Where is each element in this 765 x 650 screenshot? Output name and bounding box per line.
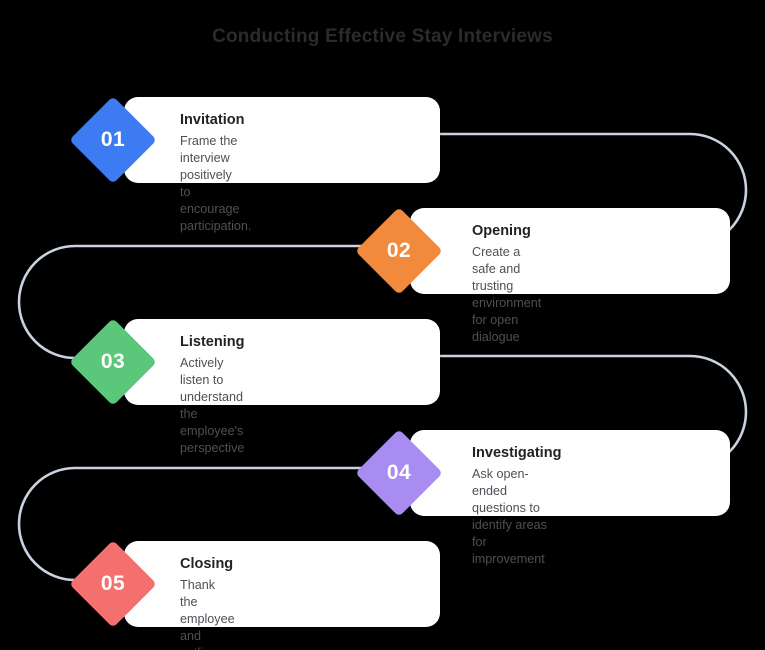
step-description: Frame the interview positively to encour… (180, 134, 252, 233)
step-text-block: Invitation Frame the interview positivel… (180, 111, 251, 235)
step-card (124, 97, 440, 183)
step-card (410, 430, 730, 516)
step-number: 02 (386, 239, 412, 262)
step-title: Opening (472, 223, 531, 239)
page-title: Conducting Effective Stay Interviews (212, 26, 553, 47)
step-badge-diamond: 02 (355, 207, 443, 295)
step-description: Ask open-ended questions to identify are… (472, 467, 547, 566)
step-description: Thank the employee and outline next step… (180, 578, 235, 650)
step-title: Invitation (180, 112, 245, 128)
step-badge-diamond: 03 (69, 318, 157, 406)
step-badge-diamond: 01 (69, 96, 157, 184)
step-title: Listening (180, 334, 245, 350)
step-card (124, 319, 440, 405)
step-number: 05 (100, 572, 126, 595)
step-number: 04 (386, 461, 412, 484)
step-card (124, 541, 440, 627)
step-title: Investigating (472, 445, 562, 461)
step-title: Closing (180, 556, 234, 572)
step-badge-diamond: 05 (69, 540, 157, 628)
step-text-block: Listening Actively listen to understand … (180, 333, 244, 457)
step-text-block: Closing Thank the employee and outline n… (180, 555, 235, 650)
step-badge-diamond: 04 (355, 429, 443, 517)
step-card (410, 208, 730, 294)
step-text-block: Opening Create a safe and trusting envir… (472, 222, 541, 346)
step-number: 03 (100, 350, 126, 373)
step-number: 01 (100, 128, 126, 151)
step-text-block: Investigating Ask open-ended questions t… (472, 444, 561, 568)
step-description: Actively listen to understand the employ… (180, 356, 245, 455)
step-description: Create a safe and trusting environment f… (472, 245, 542, 344)
